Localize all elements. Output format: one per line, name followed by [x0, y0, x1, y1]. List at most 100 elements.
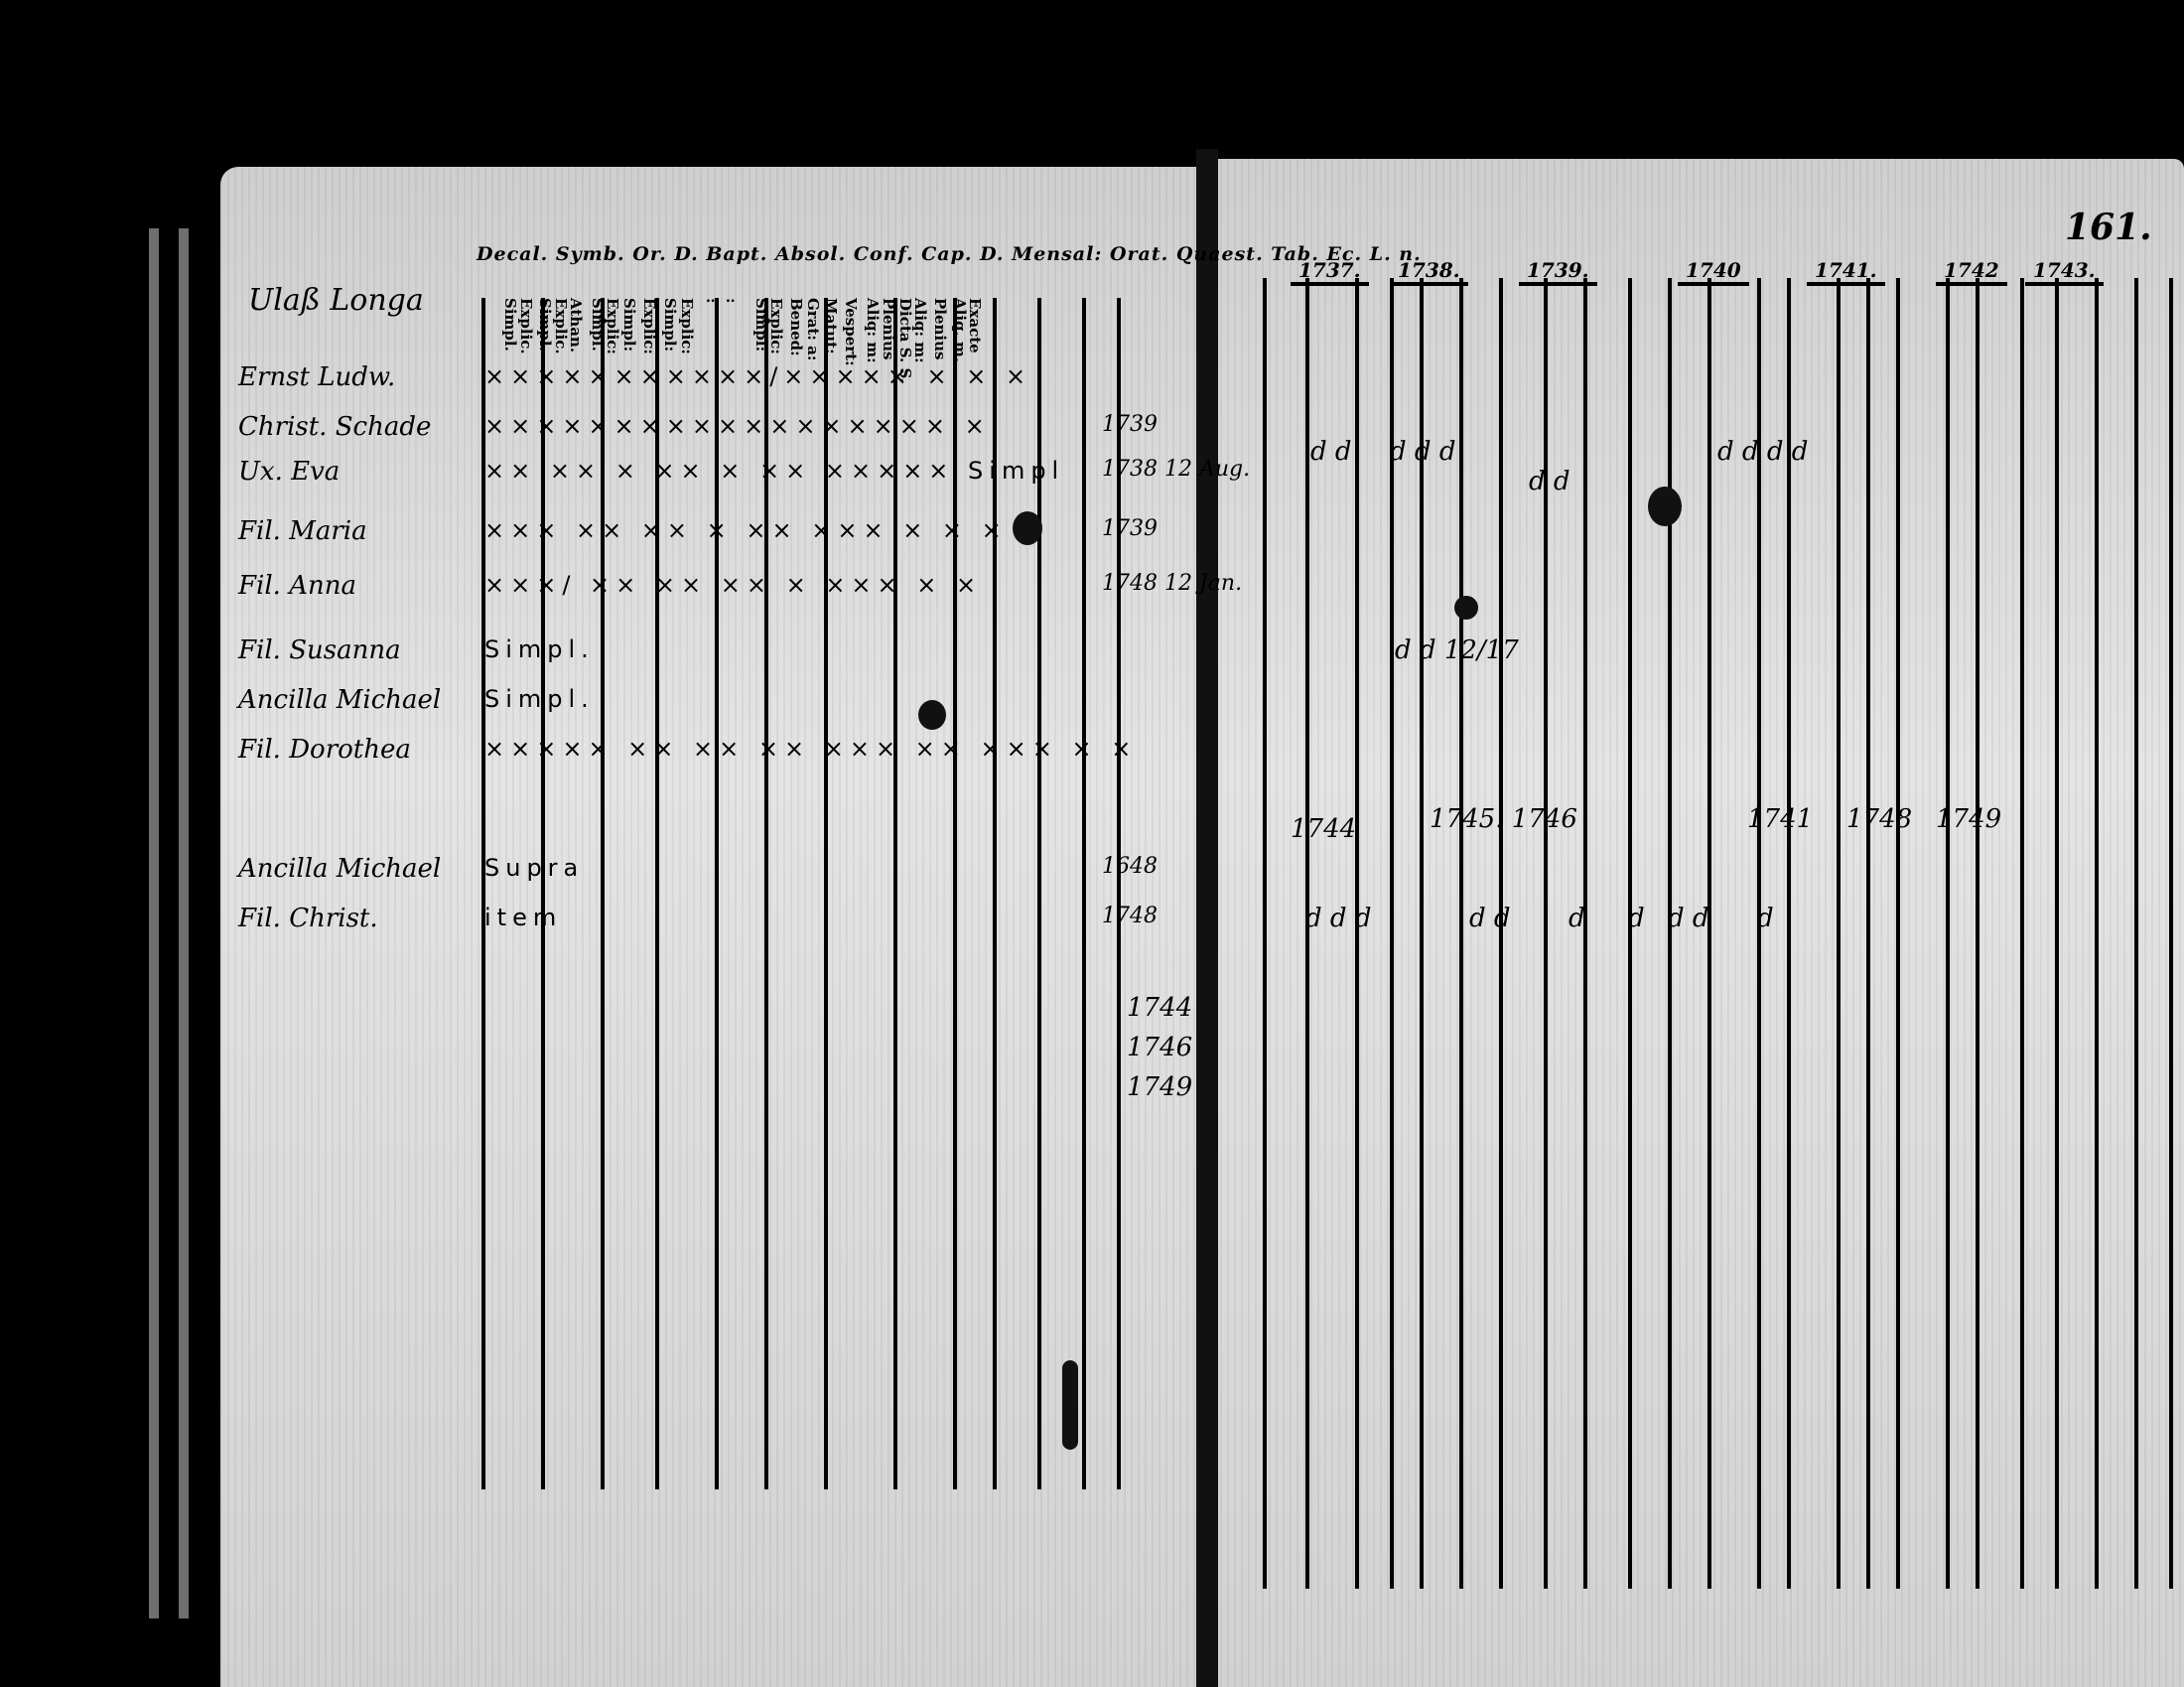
ruled-line: [1305, 278, 1309, 1589]
column-label: Simpl:: [752, 298, 770, 352]
ruled-line: [2134, 278, 2138, 1589]
ruled-line: [893, 298, 897, 1489]
column-label: :: [703, 298, 721, 304]
row-name: Ancilla Michael: [238, 685, 442, 715]
row-name: Fil. Christ.: [238, 904, 378, 933]
column-label: Aliq. m.: [951, 298, 969, 363]
row-name: Ux. Eva: [238, 457, 341, 487]
ruled-line: [1544, 278, 1548, 1589]
row-marks: item: [484, 904, 563, 931]
ruled-line: [1459, 278, 1463, 1589]
ruled-line: [1263, 278, 1267, 1589]
column-label: Exacte: [966, 298, 984, 353]
row-marks: ×××××××××××/××××× × × ×: [484, 362, 1032, 390]
ruled-line: [1896, 278, 1900, 1589]
ruled-line: [1976, 278, 1979, 1589]
book-gutter: [1196, 149, 1218, 1687]
column-label: Vespert:: [842, 298, 860, 366]
ruled-line: [1037, 298, 1041, 1489]
ink-blot: [918, 700, 946, 730]
year-header: 1739.: [1519, 258, 1597, 286]
row-marks: Simpl.: [484, 685, 595, 713]
ruled-line: [953, 298, 957, 1489]
ruled-line: [1787, 278, 1791, 1589]
column-label: Explic.: [552, 298, 570, 354]
register-entry: d d: [1668, 904, 1709, 933]
ink-blot: [1648, 487, 1682, 526]
register-entry: d d: [1469, 904, 1511, 933]
ruled-line: [1837, 278, 1841, 1589]
column-label: Bened:: [787, 298, 805, 356]
ruled-line: [824, 298, 828, 1489]
ruled-line: [541, 298, 545, 1489]
column-label: Explic:: [678, 298, 696, 354]
ruled-line: [993, 298, 997, 1489]
row-note: 1748: [1102, 904, 1158, 928]
page-edge: [149, 228, 159, 1618]
margin-year: 1749: [1127, 1072, 1193, 1102]
register-entry: d d: [1529, 467, 1570, 496]
row-note: 1648: [1102, 854, 1158, 879]
row-name: Fil. Dorothea: [238, 735, 411, 765]
column-label: Explic:: [604, 298, 621, 354]
year-header: 1740: [1678, 258, 1749, 286]
row-note: 1739: [1102, 516, 1158, 541]
column-label: Dicta S. S.: [896, 298, 914, 383]
ruled-line: [1583, 278, 1587, 1589]
row-note: 1739: [1102, 412, 1158, 437]
ruled-line: [2020, 278, 2024, 1589]
row-marks: ××× ×× ×× × ×× ××× × × ×: [484, 516, 1008, 544]
ruled-line: [1668, 278, 1672, 1589]
ink-stroke: [1062, 1360, 1078, 1450]
register-entry: d d d: [1390, 437, 1456, 467]
row-name: Fil. Maria: [238, 516, 367, 546]
row-name: Ernst Ludw.: [238, 362, 396, 392]
row-marks: ××××× ×× ×× ×× ××× ×× ××× × ×: [484, 735, 1138, 763]
ruled-line: [764, 298, 768, 1489]
year-header: 1741.: [1807, 258, 1885, 286]
page-edge: [179, 228, 189, 1618]
year-header: 1743.: [2025, 258, 2104, 286]
row-note: 1748 12 Jan.: [1102, 571, 1243, 596]
ink-blot: [1013, 511, 1042, 545]
column-label: Simpl:: [661, 298, 679, 352]
register-entry: 1748: [1846, 804, 1913, 834]
column-label: Explic:: [767, 298, 785, 354]
ruled-line: [1946, 278, 1950, 1589]
ruled-line: [601, 298, 605, 1489]
year-header: 1738.: [1390, 258, 1468, 286]
row-marks: ×××/ ×× ×× ×× × ××× × ×: [484, 571, 983, 599]
ruled-line: [481, 298, 485, 1489]
column-label: Aliq: m:: [911, 298, 929, 363]
register-entry: d d d d: [1717, 437, 1809, 467]
ruled-line: [1390, 278, 1394, 1589]
column-label: Plenius: [931, 298, 949, 360]
register-entry: d: [1757, 904, 1774, 933]
column-label: Simpl.: [536, 298, 554, 351]
ruled-line: [1117, 298, 1121, 1489]
ruled-line: [2169, 278, 2173, 1589]
margin-year: 1744: [1127, 993, 1193, 1023]
page-heading: Ulaß Longa: [248, 283, 424, 318]
column-label: Plenius: [880, 298, 897, 360]
register-entry: d d 12/17: [1395, 635, 1519, 665]
ruled-line: [1082, 298, 1086, 1489]
left-header: Decal. Symb. Or. D. Bapt. Absol. Conf. C…: [477, 243, 1422, 265]
ruled-line: [1707, 278, 1711, 1589]
ruled-line: [2095, 278, 2099, 1589]
row-name: Fil. Susanna: [238, 635, 401, 665]
row-name: Fil. Anna: [238, 571, 356, 601]
ruled-line: [1757, 278, 1761, 1589]
register-entry: 1745. 1746: [1430, 804, 1577, 834]
register-entry: 1741: [1747, 804, 1814, 834]
year-header: 1737.: [1291, 258, 1369, 286]
row-marks: ×××××××××××××××××× ×: [484, 412, 991, 440]
column-label: :: [723, 298, 741, 304]
column-label: Explic.: [517, 298, 535, 354]
ruled-line: [1499, 278, 1503, 1589]
register-entry: 1744: [1291, 814, 1357, 844]
year-header: 1742: [1936, 258, 2007, 286]
row-marks: Simpl.: [484, 635, 595, 663]
column-label: Explic:: [640, 298, 658, 354]
register-entry: d d d: [1305, 904, 1372, 933]
